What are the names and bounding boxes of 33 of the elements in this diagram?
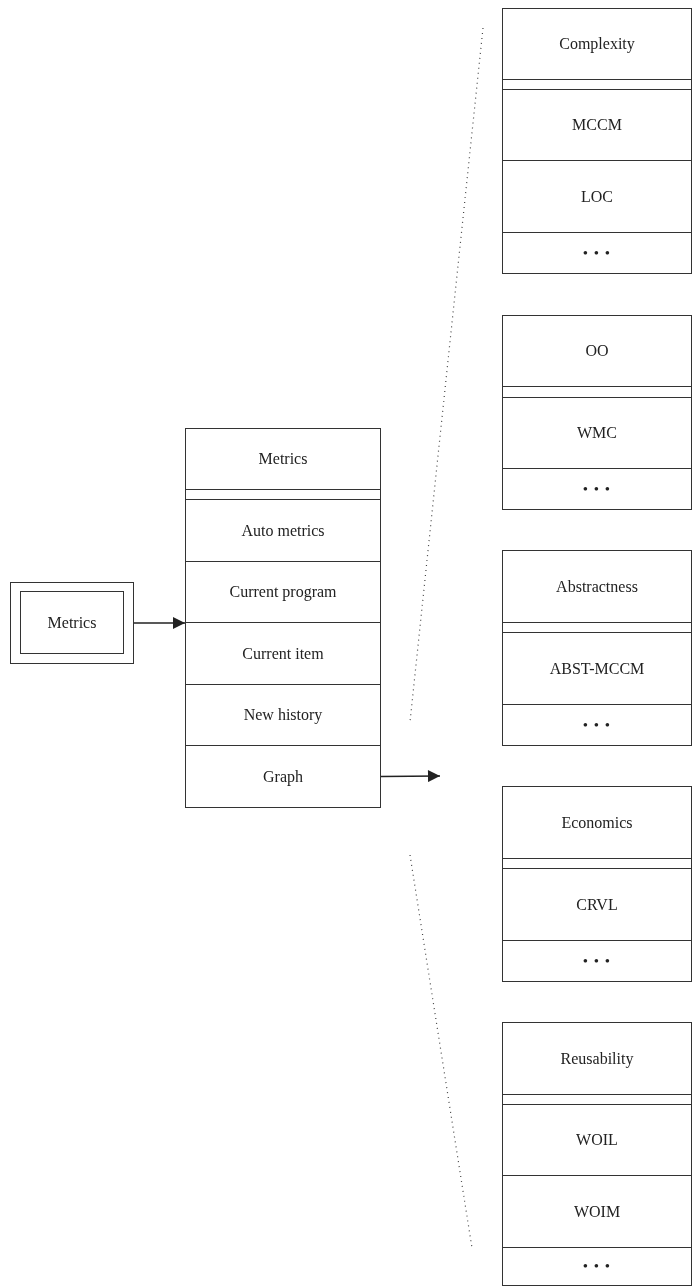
list-row: Economics	[502, 786, 692, 859]
list-row: Graph	[185, 745, 381, 808]
list-row: WOIL	[502, 1104, 692, 1176]
more-items-row: • • •	[502, 468, 692, 510]
arrow	[380, 770, 441, 783]
stack-panel	[502, 786, 692, 982]
list-row: Metrics	[185, 428, 381, 490]
list-row: CRVL	[502, 868, 692, 941]
list-row: WMC	[502, 397, 692, 469]
list-row: ABST-MCCM	[502, 632, 692, 705]
list-row: LOC	[502, 160, 692, 233]
more-items-row: • • •	[502, 232, 692, 274]
list-row: Current program	[185, 561, 381, 623]
stack-panel	[502, 1022, 692, 1286]
list-row: Reusability	[502, 1022, 692, 1095]
arrow	[133, 617, 186, 629]
list-row: Auto metrics	[185, 499, 381, 562]
list-row: OO	[502, 315, 692, 387]
list-row: Abstractness	[502, 550, 692, 623]
list-row: MCCM	[502, 89, 692, 161]
list-row: Complexity	[502, 8, 692, 80]
list-row: New history	[185, 684, 381, 746]
stack-panel	[185, 428, 381, 808]
more-items-row: • • •	[502, 704, 692, 746]
more-items-row: • • •	[502, 1247, 692, 1286]
list-row: Current item	[185, 622, 381, 685]
box-label: Metrics	[20, 591, 124, 654]
double-bordered-box	[10, 582, 134, 664]
stack-panel	[502, 550, 692, 746]
stack-panel	[502, 315, 692, 510]
stack-panel	[502, 8, 692, 274]
more-items-row: • • •	[502, 940, 692, 982]
list-row: WOIM	[502, 1175, 692, 1248]
